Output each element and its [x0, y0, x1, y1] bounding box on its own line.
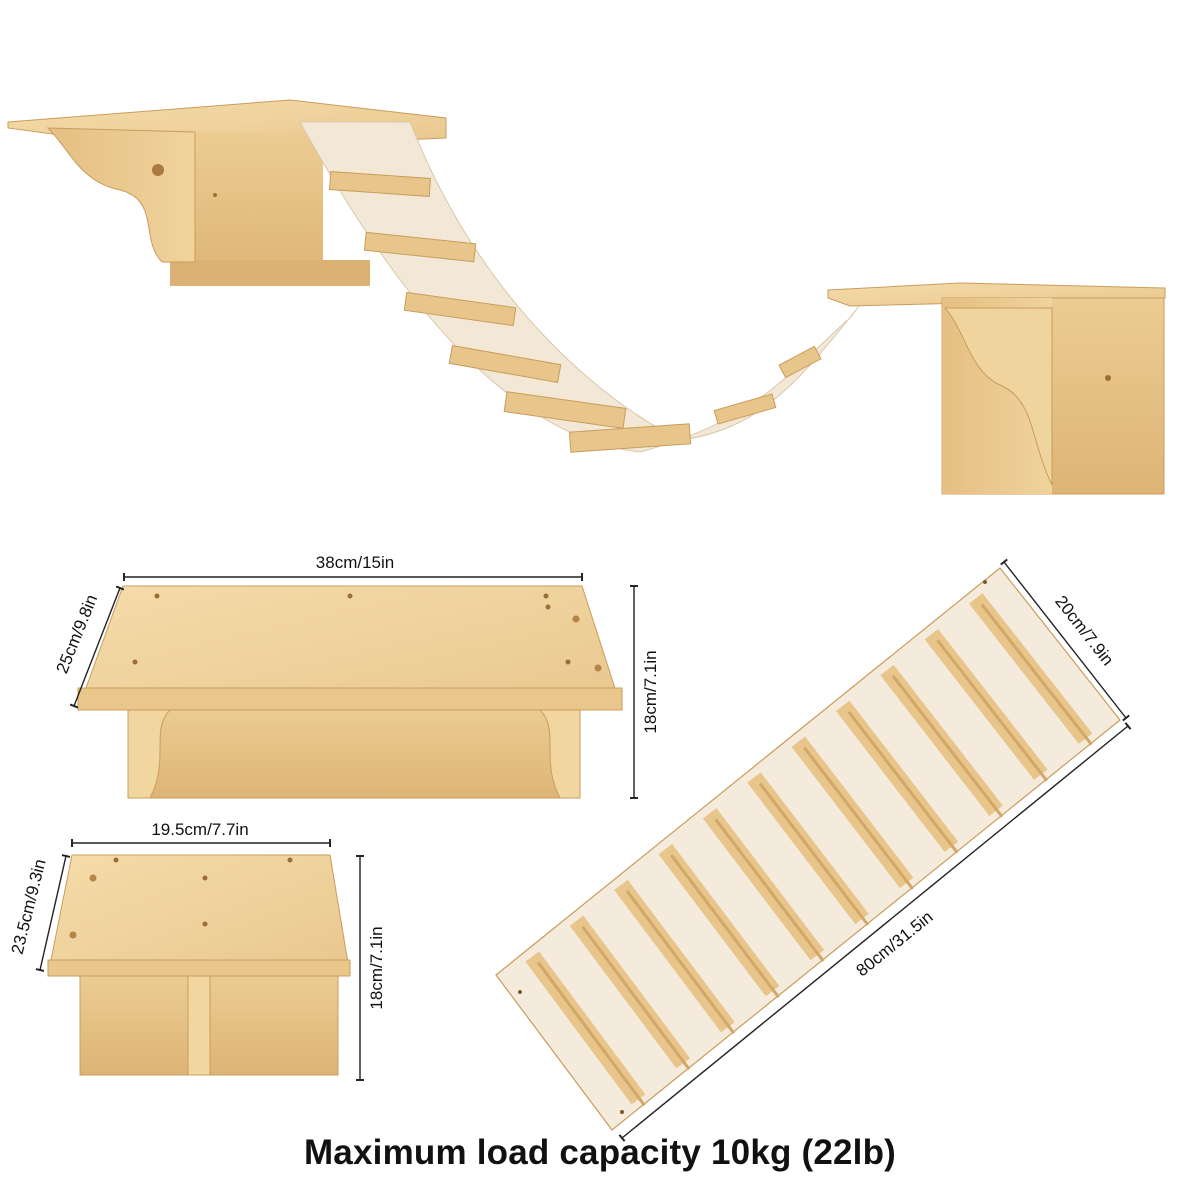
- right-shelf-assembled: [827, 282, 1166, 495]
- small-shelf-depth-line: [35, 854, 71, 972]
- bridge-canvas-assembled: [299, 121, 861, 453]
- small-shelf-depth-label: 23.5cm/9.3in: [8, 857, 50, 956]
- large-shelf-depth-line: [69, 585, 125, 709]
- bridge-width-line: [1000, 558, 1130, 722]
- load-capacity-caption: Maximum load capacity 10kg (22lb): [303, 1133, 897, 1172]
- assembled-bridge-view: [7, 99, 1166, 495]
- large-shelf-depth-label: 25cm/9.8in: [53, 592, 102, 676]
- large-shelf-width-label: 38cm/15in: [316, 553, 394, 572]
- small-shelf-height-label: 18cm/7.1in: [367, 926, 386, 1009]
- large-shelf-view: 38cm/15in 25cm/9.8in 18cm/7.1in: [53, 553, 660, 799]
- bridge-length-line: [618, 722, 1132, 1142]
- small-shelf-view: 19.5cm/7.7in 23.5cm/9.3in 18cm/7.1in: [8, 820, 386, 1081]
- small-shelf-width-label: 19.5cm/7.7in: [151, 820, 248, 839]
- large-shelf-height-label: 18cm/7.1in: [641, 650, 660, 733]
